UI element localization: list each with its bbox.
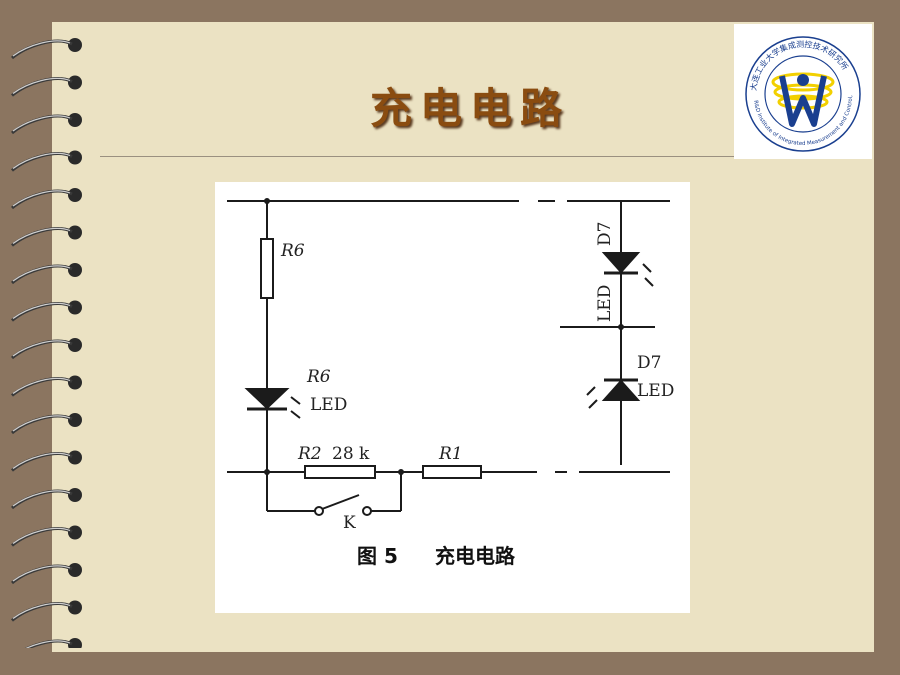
spiral-ring [11,38,82,60]
label-d7-bottom: D7 [637,353,661,373]
caption-figure-number: 图 5 [357,544,398,568]
spiral-ring [11,525,82,547]
title-divider [100,156,736,157]
spiral-ring [11,375,82,397]
label-led-top-right: LED [595,285,615,322]
spiral-ring [11,450,82,472]
spiral-ring [11,150,82,172]
label-r6-led: R6 [306,367,331,387]
d7-top-led [601,252,641,274]
r2-resistor [304,465,376,479]
spiral-ring [11,488,82,510]
circuit-diagram: R6 R6 LED R2 28 k R1 K D7 LED D7 LED 图 5… [215,182,690,613]
spiral-ring [11,413,82,435]
institute-logo: 大连工业大学集成测控技术研究所 R&D Institute of Integra… [732,20,872,159]
r1-resistor [422,465,482,479]
label-r1: R1 [438,444,463,464]
spiral-ring [11,75,82,97]
spiral-binding [11,38,82,648]
spiral-ring [11,563,82,585]
label-led-left: LED [310,395,347,415]
label-r6-resistor: R6 [280,241,305,261]
r6-resistor [260,238,274,299]
spiral-ring [11,113,82,135]
label-r2-value: 28 k [332,444,370,464]
switch-contact-right [362,506,372,516]
spiral-ring [11,225,82,247]
logo-w-mark [779,75,827,127]
label-r2: R2 [297,444,322,464]
label-switch-k: K [343,513,356,533]
switch-contact-left [314,506,324,516]
spiral-ring [25,638,82,648]
spiral-ring [11,300,82,322]
label-d7-top: D7 [595,222,615,246]
d7-bottom-led [601,379,641,401]
label-led-bottom-right: LED [637,381,674,401]
spiral-ring [11,188,82,210]
slide-title: 充电电路 [369,84,570,133]
r6-led [244,388,290,410]
switch-k [321,494,360,510]
spiral-ring [11,263,82,285]
caption-text: 充电电路 [435,544,516,568]
spiral-ring [11,600,82,622]
spiral-ring [11,338,82,360]
